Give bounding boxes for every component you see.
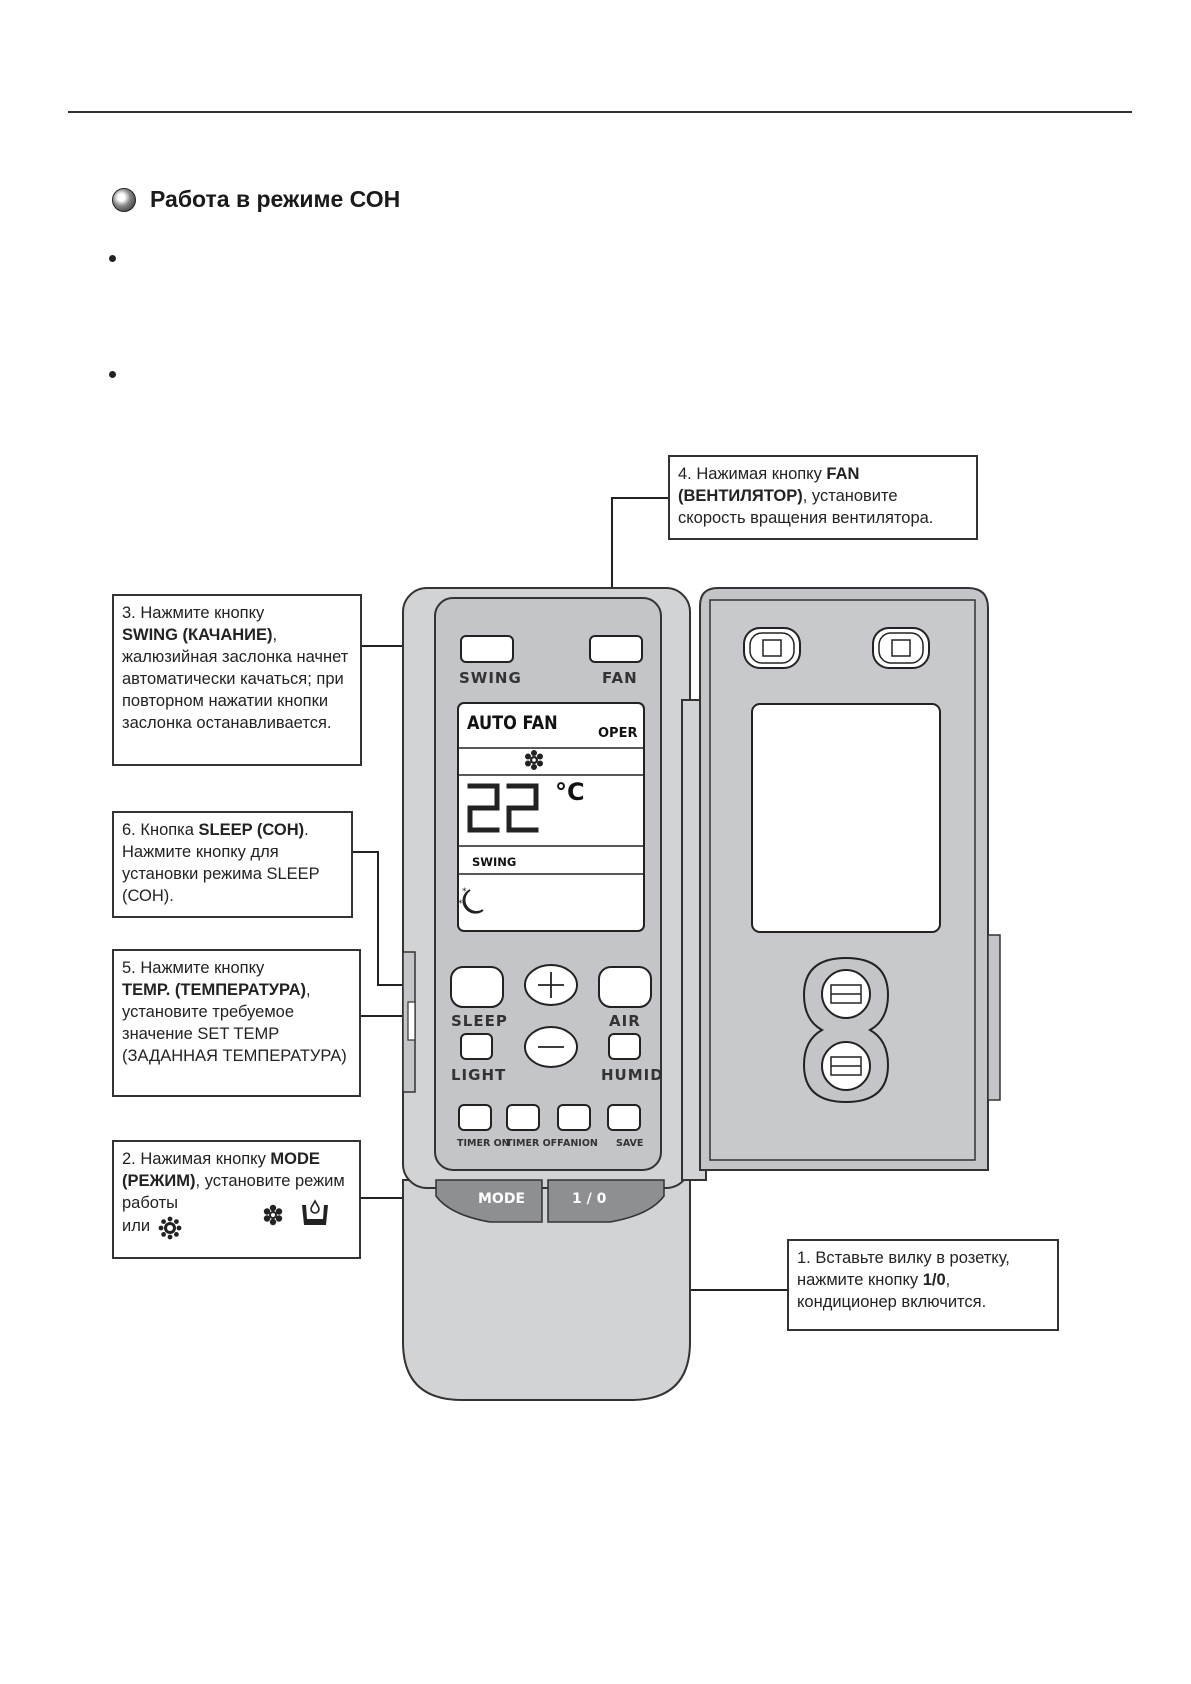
heat-sun-icon [158, 1216, 182, 1240]
callout-power-bold: 1/0 [922, 1271, 946, 1289]
sleep-button[interactable] [450, 966, 504, 1008]
callout-fan-bold: FAN [826, 465, 860, 483]
callout-temp-number: 5. [122, 959, 136, 977]
svg-text:*: * [458, 899, 463, 909]
callout-power-pre: Вставьте вилку в розетку, нажмите кнопку [797, 1249, 1010, 1289]
lid-knob-icon [872, 627, 930, 669]
callout-sleep-pre: Кнопка [135, 821, 199, 839]
callout-mode-pre: Нажимая кнопку [135, 1150, 271, 1168]
timer-on-label: TIMER ON [457, 1138, 510, 1149]
callout-swing: 3. Нажмите кнопку SWING (КАЧАНИЕ), жалюз… [112, 594, 362, 766]
sleep-moon-icon: * * [458, 887, 484, 914]
remote-side-slider-knob [407, 1001, 416, 1041]
dry-mode-icon [302, 1199, 328, 1225]
lid-knob-icon [821, 1041, 871, 1091]
humid-button-label: HUMID [601, 1066, 664, 1084]
lcd-oper: OPER [598, 726, 638, 741]
callout-sleep-number: 6. [122, 821, 136, 839]
lcd-temp-unit: °C [555, 778, 585, 806]
save-label: SAVE [616, 1138, 644, 1149]
timer-on-button[interactable] [458, 1104, 492, 1131]
callout-temp-pre: Нажмите кнопку [135, 959, 265, 977]
anion-label: ANION [563, 1138, 598, 1149]
fan-button[interactable] [589, 635, 643, 663]
bullet-ball-icon [112, 187, 136, 212]
lcd-swing: SWING [472, 855, 517, 869]
timer-off-button[interactable] [506, 1104, 540, 1131]
callout-power-text: , кондиционер включится. [797, 1271, 987, 1311]
callout-temp-text: , установите требуемое значение SET TEMP… [122, 981, 347, 1065]
air-button-label: AIR [609, 1012, 641, 1030]
callout-mode-text: , установите режим работы [122, 1172, 345, 1212]
callout-fan-number: 4. [678, 465, 692, 483]
fan-button-label: FAN [602, 669, 638, 687]
anion-button[interactable] [557, 1104, 591, 1131]
callout-swing-number: 3. [122, 604, 136, 622]
callout-power-number: 1. [797, 1249, 811, 1267]
callout-mode-bold: MODE [270, 1150, 320, 1168]
header-rule [68, 111, 1132, 113]
timer-off-label: TIMER OFF [506, 1138, 564, 1149]
bullet-dot-icon [109, 371, 116, 378]
callout-mode-or: или [122, 1217, 151, 1235]
lcd-auto-fan: AUTO FAN [467, 712, 558, 734]
lid-window [751, 703, 941, 933]
callout-swing-pre: Нажмите кнопку [135, 604, 265, 622]
callout-power: 1. Вставьте вилку в розетку, нажмите кно… [787, 1239, 1059, 1331]
callout-fan-pre: Нажимая кнопку [691, 465, 827, 483]
lcd-snowflake-icon [525, 750, 543, 770]
lid-knob-icon [743, 627, 801, 669]
callout-swing-text: , жалюзийная заслонка начнет автоматичес… [122, 626, 349, 732]
callout-fan-text: , установите скорость вращения вентилято… [678, 487, 934, 527]
callout-mode-number: 2. [122, 1150, 136, 1168]
light-button-label: LIGHT [451, 1066, 507, 1084]
humid-button[interactable] [608, 1033, 641, 1060]
remote-lower-body [402, 1179, 691, 1401]
swing-button-label: SWING [459, 669, 522, 687]
callout-fan: 4. Нажимая кнопку FAN (ВЕНТИЛЯТОР), уста… [668, 455, 978, 540]
callout-sleep: 6. Кнопка SLEEP (СОН). Нажмите кнопку дл… [112, 811, 353, 918]
sleep-button-label: SLEEP [451, 1012, 508, 1030]
callout-mode-bold2: (РЕЖИМ) [122, 1172, 196, 1190]
remote-lid-clip [987, 934, 1001, 1101]
save-button[interactable] [607, 1104, 641, 1131]
lid-knob-icon [821, 969, 871, 1019]
mode-button[interactable] [435, 1179, 543, 1223]
lcd-temperature-digits [467, 783, 539, 833]
light-button[interactable] [460, 1033, 493, 1060]
swing-button[interactable] [460, 635, 514, 663]
power-button[interactable] [547, 1179, 665, 1223]
callout-temp-bold: TEMP. (ТЕМПЕРАТУРА) [122, 981, 307, 999]
section-heading: Работа в режиме СОН [112, 186, 400, 213]
svg-text:*: * [462, 887, 467, 897]
cool-snowflake-icon [263, 1204, 283, 1226]
bullet-dot-icon [109, 255, 116, 262]
callout-sleep-text: . Нажмите кнопку для установки режима SL… [122, 821, 320, 905]
power-button-label: 1 / 0 [572, 1191, 607, 1207]
section-title: Работа в режиме СОН [150, 186, 401, 212]
callout-swing-bold: SWING (КАЧАНИЕ) [122, 626, 273, 644]
callout-mode: 2. Нажимая кнопку MODE (РЕЖИМ), установи… [112, 1140, 361, 1259]
mode-button-label: MODE [478, 1191, 526, 1207]
callout-fan-bold2: (ВЕНТИЛЯТОР) [678, 487, 803, 505]
callout-temp: 5. Нажмите кнопку TEMP. (ТЕМПЕРАТУРА), у… [112, 949, 361, 1097]
air-button[interactable] [598, 966, 652, 1008]
callout-sleep-bold: SLEEP (СОН) [198, 821, 305, 839]
